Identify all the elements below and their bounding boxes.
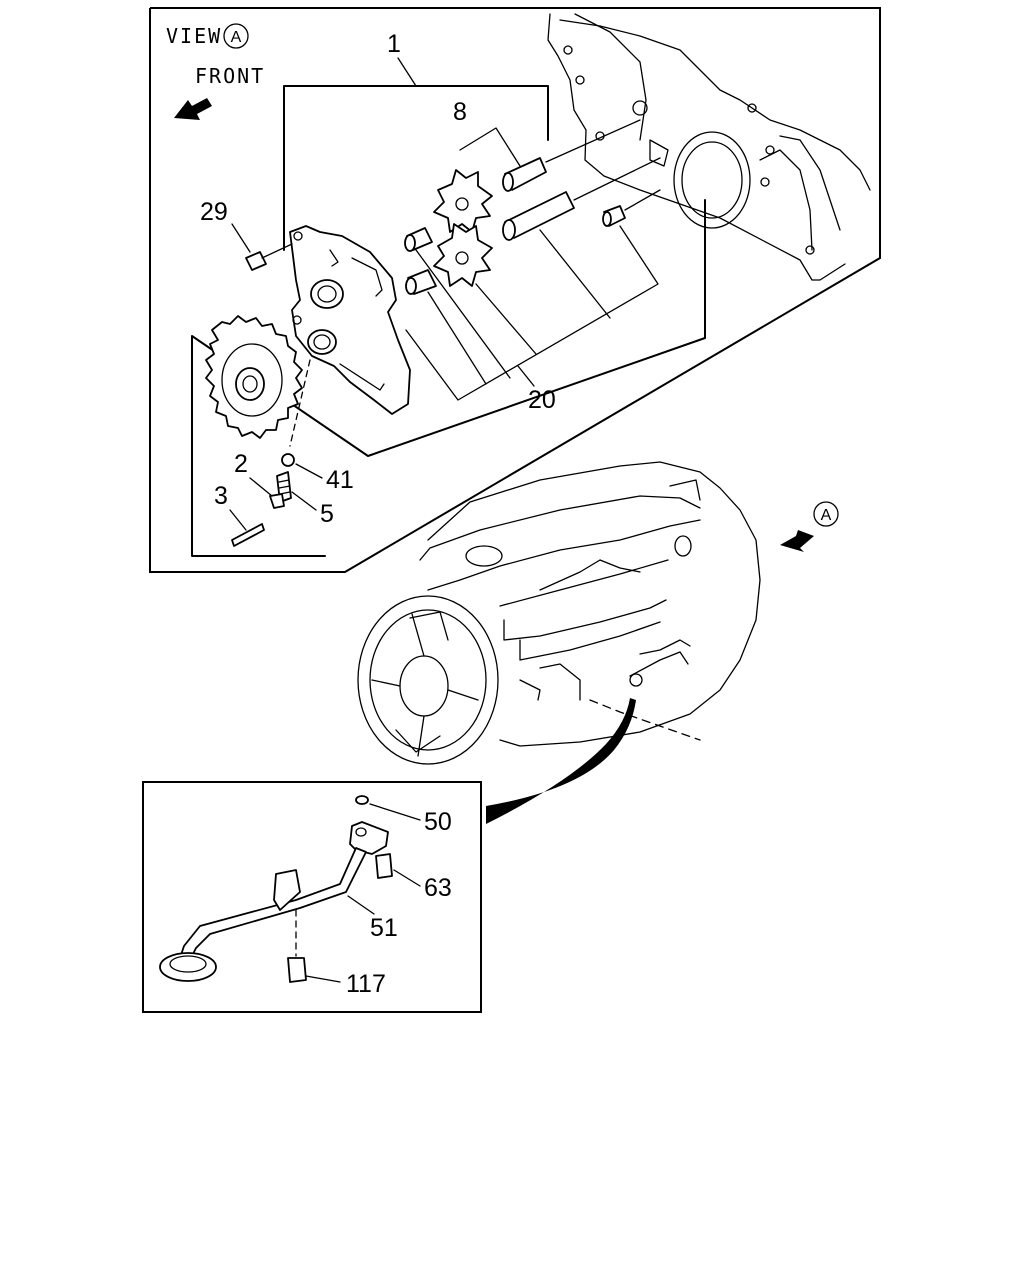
callout-50: 50 [369, 803, 452, 836]
callout-label-20: 20 [528, 386, 556, 414]
view-a-frame [149, 7, 881, 573]
engine-marker-letter: A [821, 507, 832, 524]
callout-5: 5 [291, 491, 334, 528]
engine-overview-sketch [357, 461, 761, 765]
callout-label-41: 41 [326, 466, 354, 494]
view-marker-circle [223, 23, 249, 49]
view-label: VIEW [166, 24, 222, 48]
front-indicator: FRONT [174, 64, 265, 120]
strainer-detail-frame [142, 781, 482, 1013]
callout-2: 2 [234, 450, 273, 497]
timing-case-sketch [547, 13, 871, 281]
oil-strainer-pipe [159, 795, 393, 983]
front-arrow-icon [174, 98, 212, 120]
engine-marker-circle [813, 501, 839, 527]
relief-valve-parts [231, 359, 311, 547]
callout-label-29: 29 [200, 198, 228, 226]
callout-63: 63 [393, 869, 452, 902]
callout-label-117: 117 [346, 970, 386, 998]
pump-drive-gear [205, 315, 303, 439]
callout-29: 29 [200, 198, 293, 271]
callout-20: 20 [405, 225, 659, 414]
callout-label-63: 63 [424, 874, 452, 902]
oil-pump-body [289, 225, 411, 415]
view-direction-arrow-icon [780, 530, 814, 552]
callout-117: 117 [305, 970, 386, 998]
callout-label-8: 8 [453, 98, 467, 126]
engine-view-marker: A [780, 501, 839, 552]
front-label: FRONT [195, 64, 265, 88]
pump-shafts [404, 119, 661, 295]
callout-51: 51 [347, 895, 398, 942]
view-a-heading: VIEW A [166, 23, 249, 49]
callout-1: 1 [387, 30, 417, 87]
pump-gear-small [433, 169, 493, 287]
pump-assembly-bracket [191, 85, 706, 557]
callout-3: 3 [214, 482, 247, 531]
view-marker-letter: A [231, 29, 242, 46]
callout-label-2: 2 [234, 450, 248, 478]
callout-label-3: 3 [214, 482, 228, 510]
callout-label-5: 5 [320, 500, 334, 528]
callout-label-50: 50 [424, 808, 452, 836]
callout-label-51: 51 [370, 914, 398, 942]
callout-8: 8 [453, 98, 521, 167]
callout-41: 41 [295, 463, 354, 494]
callout-label-1: 1 [387, 30, 401, 58]
strainer-pointer [486, 698, 636, 824]
